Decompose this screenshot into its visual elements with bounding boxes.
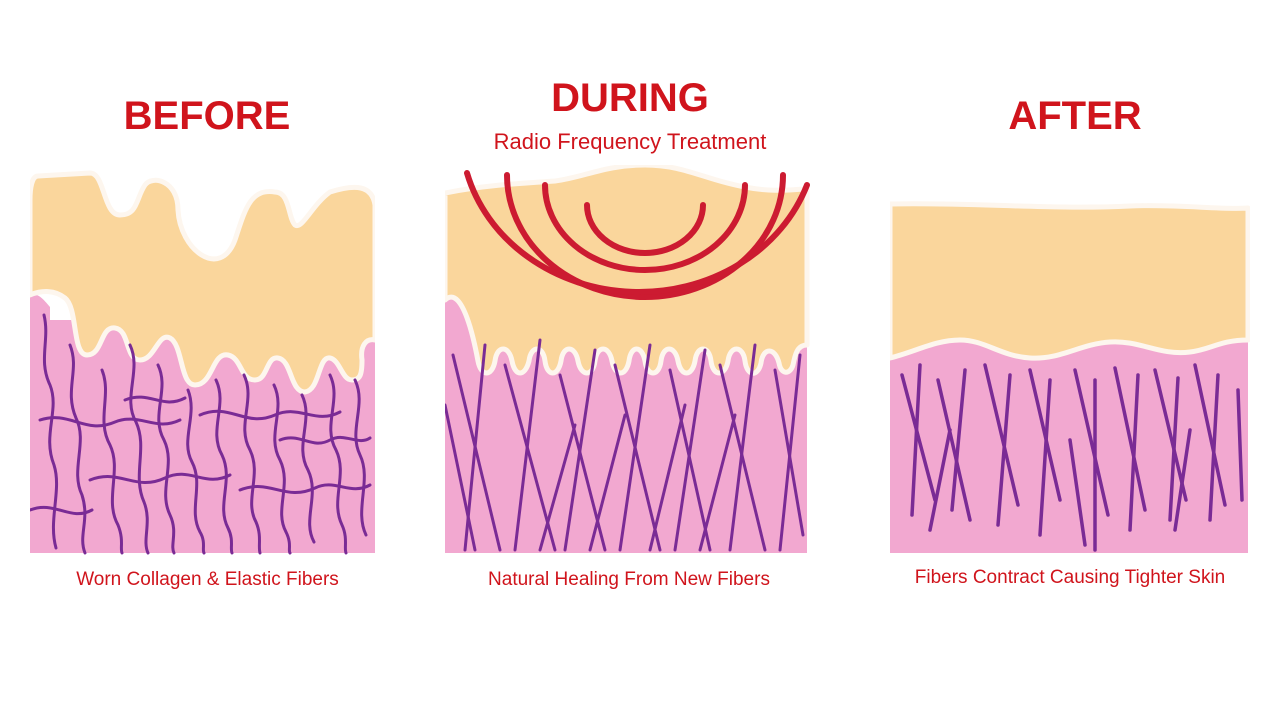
after-dermis-layer xyxy=(890,340,1248,553)
before-title: BEFORE xyxy=(123,94,291,138)
after-contracted-fibers xyxy=(900,363,1244,552)
after-skin-illustration xyxy=(890,201,1250,553)
during-title: DURING xyxy=(551,76,709,120)
after-caption: Fibers Contract Causing Tighter Skin xyxy=(914,567,1226,588)
after-title: AFTER xyxy=(1008,94,1142,138)
before-skin-illustration xyxy=(30,170,375,555)
after-epidermis-layer xyxy=(890,201,1250,361)
during-new-fibers xyxy=(445,338,805,552)
during-caption: Natural Healing From New Fibers xyxy=(488,569,770,590)
during-skin-illustration xyxy=(445,165,810,553)
rf-wave-arcs xyxy=(464,170,810,300)
before-caption: Worn Collagen & Elastic Fibers xyxy=(76,569,339,590)
before-worn-fibers xyxy=(30,313,372,555)
before-epidermis-layer xyxy=(30,170,375,395)
during-subtitle: Radio Frequency Treatment xyxy=(493,129,767,154)
